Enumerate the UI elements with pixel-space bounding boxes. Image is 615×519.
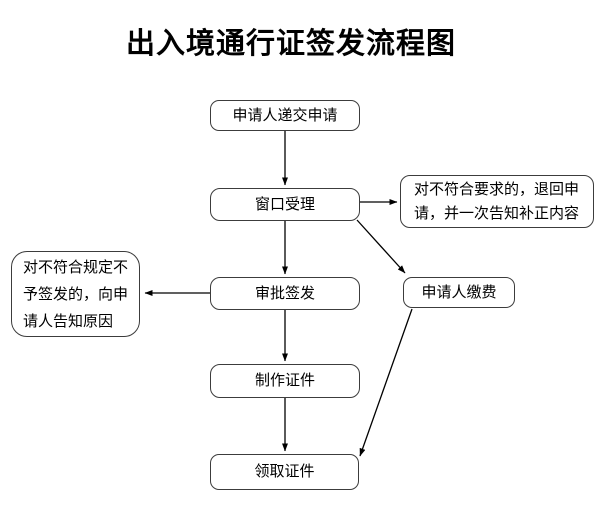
page-title: 出入境通行证签发流程图 [125, 28, 456, 60]
node-produce-document-label: 制作证件 [254, 372, 315, 389]
node-return-application-notice-label: 对不符合要求的，退回申 请，并一次告知补正内容 [414, 180, 580, 222]
node-rejection-reason-notice-label: 对不符合规定不 予签发的，向申 请人告知原因 [23, 258, 129, 330]
edge-pay-to-collect-arrow [359, 308, 413, 457]
node-return-application-notice: 对不符合要求的，退回申 请，并一次告知补正内容 [400, 175, 594, 228]
node-applicant-payment: 申请人缴费 [403, 277, 515, 308]
node-approval-issuance: 审批签发 [210, 277, 360, 310]
node-produce-document: 制作证件 [210, 364, 360, 398]
edge-accept-to-pay-arrow [356, 219, 406, 274]
node-rejection-reason-notice: 对不符合规定不 予签发的，向申 请人告知原因 [11, 251, 140, 337]
node-collect-document-label: 领取证件 [254, 463, 315, 480]
node-applicant-submit: 申请人递交申请 [210, 100, 360, 131]
node-applicant-payment-label: 申请人缴费 [421, 283, 497, 301]
node-collect-document: 领取证件 [210, 454, 359, 490]
node-applicant-submit-label: 申请人递交申请 [232, 106, 338, 124]
node-window-acceptance: 窗口受理 [210, 188, 360, 221]
node-approval-issuance-label: 审批签发 [254, 284, 315, 302]
node-window-acceptance-label: 窗口受理 [254, 195, 315, 213]
